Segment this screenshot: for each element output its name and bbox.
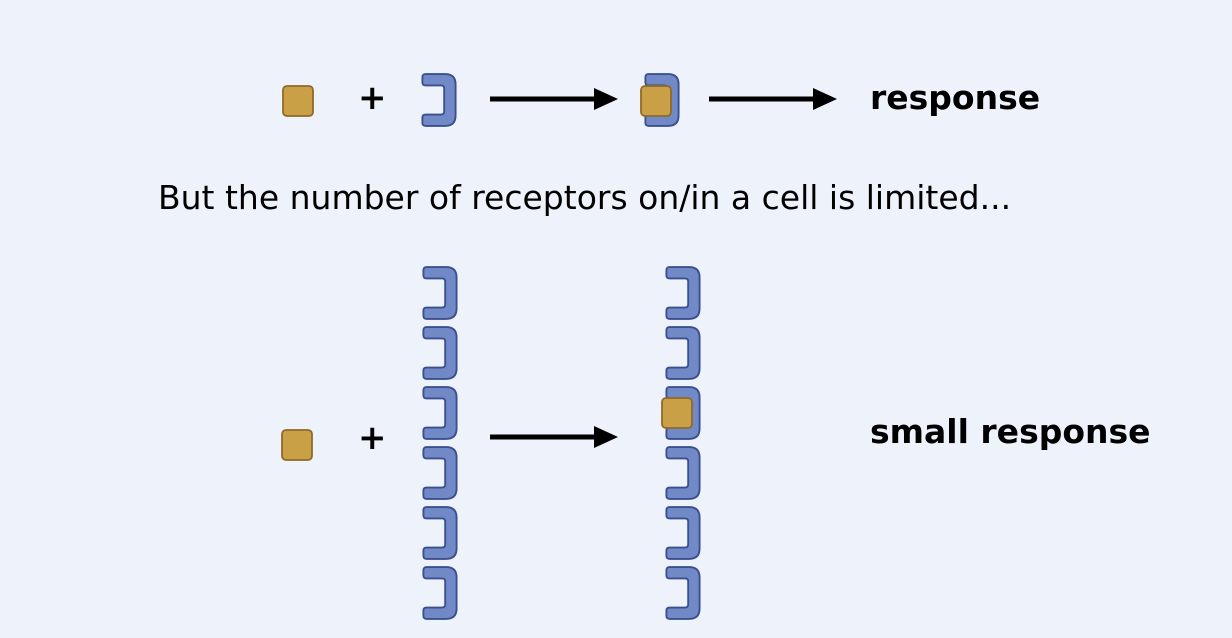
receptor bbox=[422, 506, 458, 560]
receptor bbox=[422, 566, 458, 620]
ligand-bottom bbox=[281, 429, 313, 461]
receptor-column-left bbox=[422, 266, 458, 620]
receptor bbox=[665, 566, 701, 620]
bound-ligand-bottom bbox=[661, 397, 693, 429]
receptor bbox=[665, 266, 701, 320]
plus-sign-top: + bbox=[358, 78, 387, 118]
receptor bbox=[665, 506, 701, 560]
arrow-bottom bbox=[490, 426, 618, 448]
receptor bbox=[665, 446, 701, 500]
small-response-label: small response bbox=[870, 412, 1151, 451]
bound-receptor-top bbox=[640, 73, 680, 127]
receptor bbox=[422, 266, 458, 320]
receptor bbox=[665, 326, 701, 380]
caption-text: But the number of receptors on/in a cell… bbox=[158, 178, 1012, 217]
plus-sign-bottom: + bbox=[358, 418, 387, 458]
response-label: response bbox=[870, 78, 1041, 117]
arrow-top-1 bbox=[490, 88, 618, 110]
ligand-top bbox=[282, 85, 314, 117]
arrow-top-2 bbox=[709, 88, 837, 110]
receptor bbox=[422, 326, 458, 380]
receptor bbox=[422, 446, 458, 500]
receptor-top bbox=[421, 73, 457, 127]
receptor-column-right bbox=[665, 266, 701, 620]
receptor bbox=[422, 386, 458, 440]
